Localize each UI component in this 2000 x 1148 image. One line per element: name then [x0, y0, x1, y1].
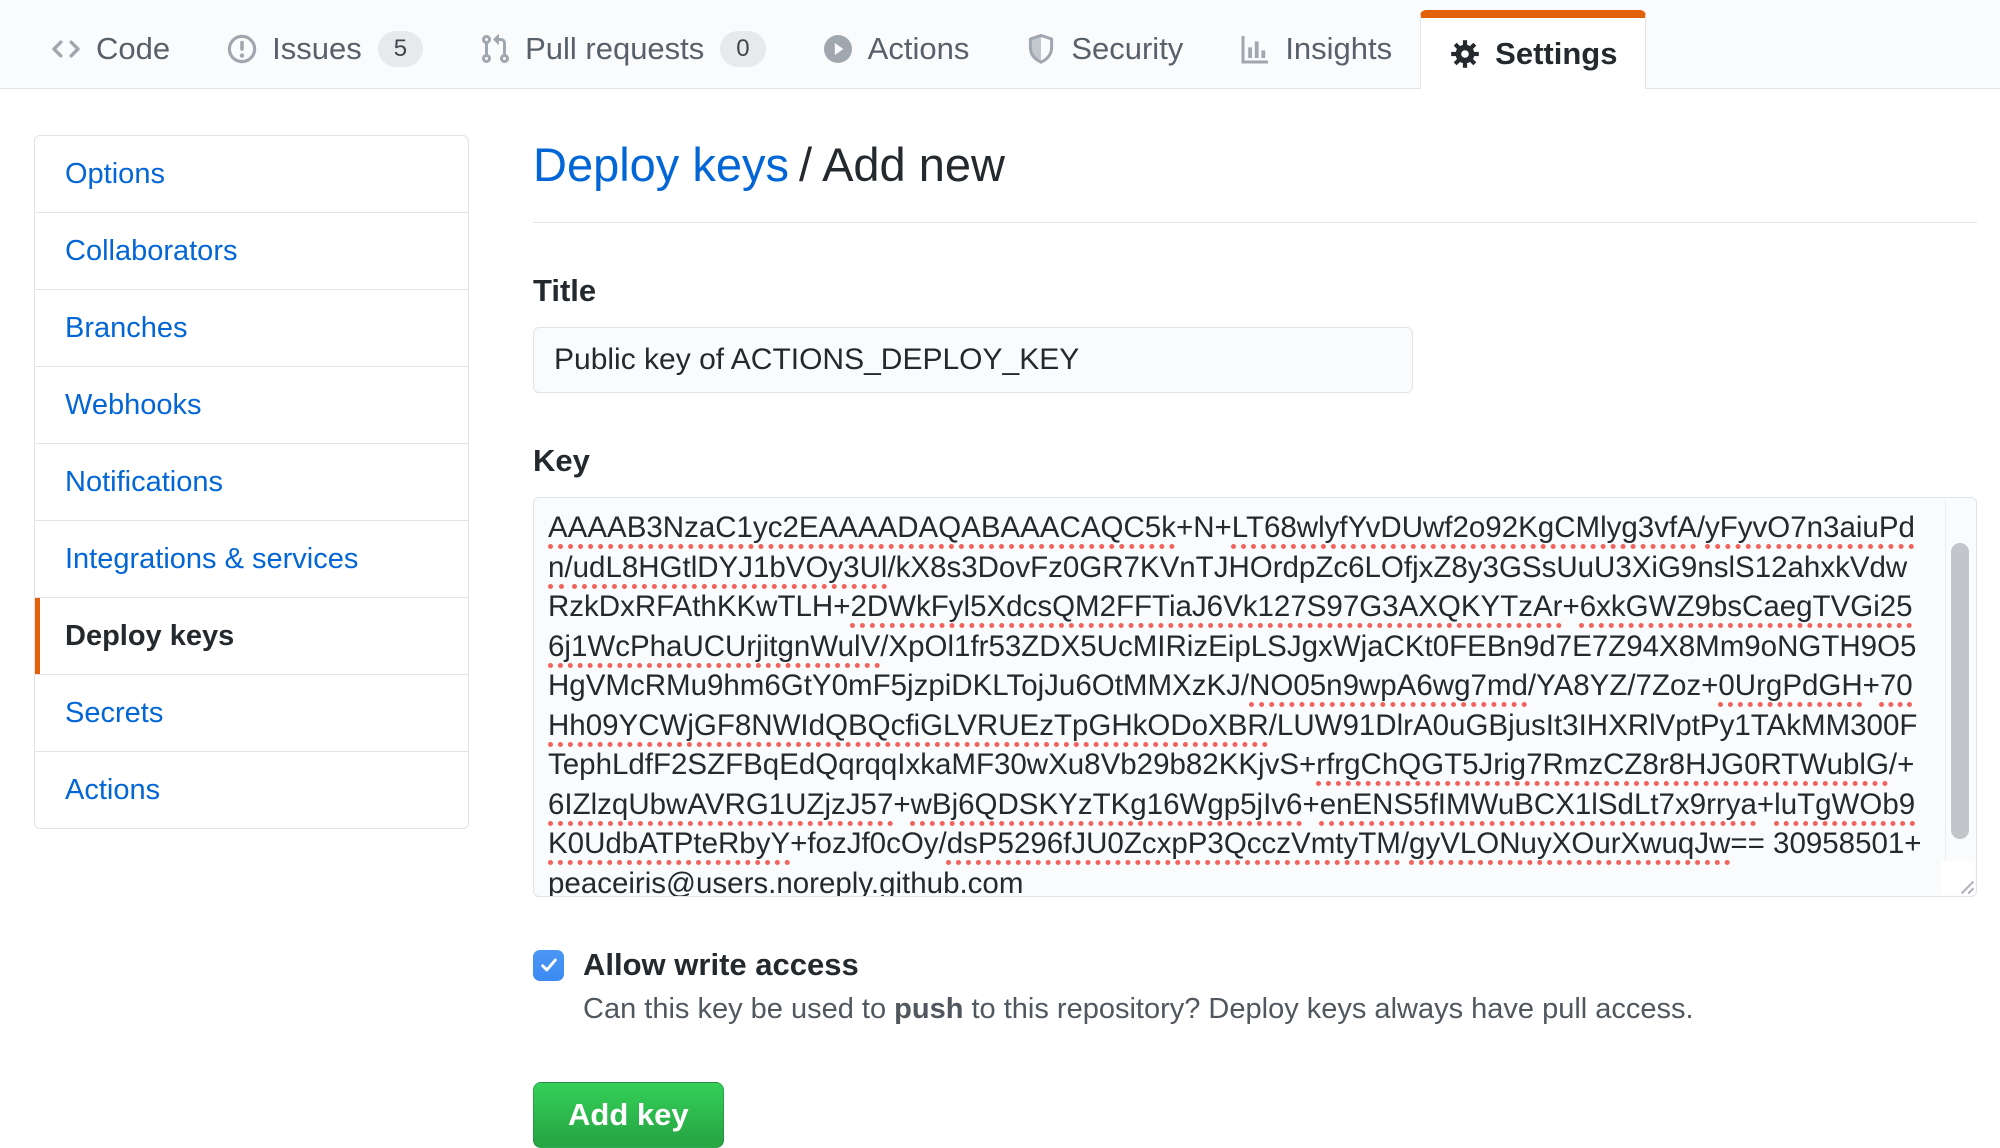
- tab-label: Issues: [272, 31, 362, 66]
- tab-pull-requests[interactable]: Pull requests 0: [451, 10, 794, 88]
- key-scrollbar-track[interactable]: [1945, 499, 1975, 895]
- title-input[interactable]: [533, 327, 1413, 393]
- tab-label: Insights: [1285, 31, 1393, 66]
- breadcrumb-current: Add new: [822, 138, 1005, 191]
- tab-insights[interactable]: Insights: [1211, 10, 1420, 88]
- tab-security[interactable]: Security: [997, 10, 1211, 88]
- tab-issues[interactable]: Issues 5: [198, 10, 451, 88]
- breadcrumb-deploy-keys-link[interactable]: Deploy keys: [533, 138, 789, 191]
- sidebar-item-branches[interactable]: Branches: [35, 290, 468, 367]
- main-content: Deploy keys/Add new Title Key AAAAB3NzaC…: [533, 135, 1977, 1148]
- shield-icon: [1025, 33, 1057, 65]
- breadcrumb-separator: /: [799, 138, 813, 191]
- resize-grip-icon: [1960, 880, 1975, 895]
- tab-actions[interactable]: Actions: [794, 10, 998, 88]
- tab-code[interactable]: Code: [22, 10, 198, 88]
- repo-nav: Code Issues 5 Pull requests 0 Actions Security…: [0, 0, 2000, 89]
- sidebar-item-deploy-keys[interactable]: Deploy keys: [35, 598, 468, 675]
- tab-settings[interactable]: Settings: [1420, 10, 1647, 89]
- graph-icon: [1239, 33, 1271, 65]
- key-textarea-text: AAAAB3NzaC1yc2EAAAADAQABAAACAQC5k+N+LT68…: [548, 511, 1922, 897]
- key-label: Key: [533, 443, 590, 478]
- allow-write-access-row: Allow write access: [533, 947, 1977, 983]
- write-access-description: Can this key be used to push to this rep…: [583, 993, 1694, 1025]
- add-key-button[interactable]: Add key: [533, 1082, 724, 1148]
- issue-opened-icon: [226, 33, 258, 65]
- sidebar-item-secrets[interactable]: Secrets: [35, 675, 468, 752]
- code-icon: [50, 33, 82, 65]
- sidebar-item-actions[interactable]: Actions: [65, 774, 161, 806]
- sidebar-item-notifications[interactable]: Notifications: [35, 444, 468, 521]
- sidebar-item-integrations-services[interactable]: Integrations & services: [35, 521, 468, 598]
- allow-write-access-label[interactable]: Allow write access: [583, 947, 859, 982]
- sidebar-item-options[interactable]: Options: [35, 136, 468, 213]
- page-title: Deploy keys/Add new: [533, 137, 1977, 192]
- tab-label: Pull requests: [525, 31, 705, 66]
- sidebar-item-collaborators[interactable]: Collaborators: [35, 213, 468, 290]
- gear-icon: [1449, 38, 1481, 70]
- tab-label: Code: [96, 31, 171, 66]
- tab-label: Security: [1071, 31, 1184, 66]
- tab-label: Settings: [1495, 35, 1618, 71]
- key-textarea[interactable]: AAAAB3NzaC1yc2EAAAADAQABAAACAQC5k+N+LT68…: [533, 497, 1977, 897]
- title-label: Title: [533, 273, 597, 308]
- sidebar-item-webhooks[interactable]: Webhooks: [35, 367, 468, 444]
- git-pull-request-icon: [479, 33, 511, 65]
- tab-label: Actions: [867, 31, 970, 66]
- checkmark-icon: [540, 958, 557, 972]
- heading-divider: [533, 222, 1977, 223]
- textarea-resize-grip[interactable]: [1941, 861, 1975, 895]
- allow-write-access-checkbox[interactable]: [533, 949, 564, 981]
- play-icon: [822, 33, 854, 65]
- key-scrollbar-thumb[interactable]: [1951, 543, 1969, 839]
- counter-badge: 5: [377, 31, 424, 67]
- counter-badge: 0: [720, 31, 766, 67]
